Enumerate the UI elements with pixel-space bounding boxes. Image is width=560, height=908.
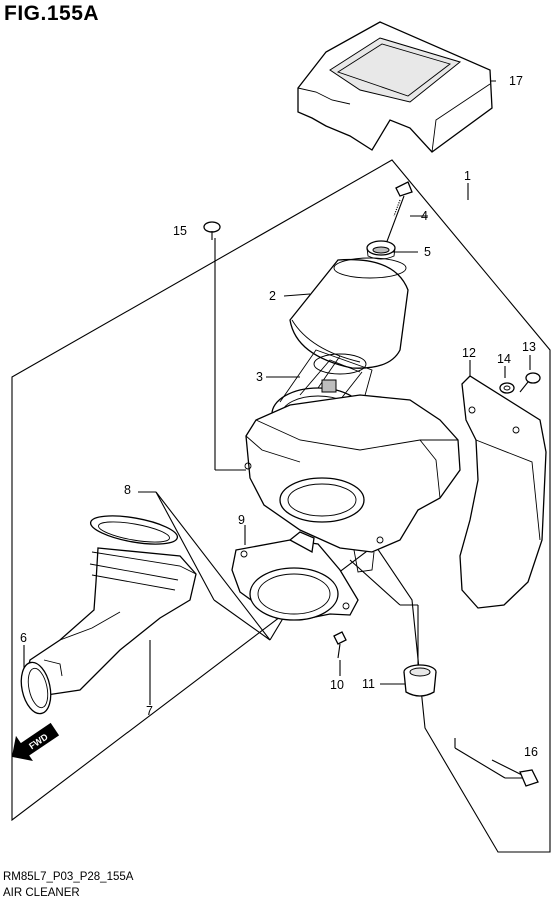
callout-10: 10 xyxy=(330,678,344,692)
diagram-code: RM85L7_P03_P28_155A xyxy=(3,871,134,883)
callout-7: 7 xyxy=(146,704,153,718)
callout-6: 6 xyxy=(20,631,27,645)
callout-9: 9 xyxy=(238,513,245,527)
callout-5: 5 xyxy=(424,245,431,259)
part-7-intake-boot xyxy=(23,547,197,697)
assembly-boundary xyxy=(11,159,551,853)
callout-2: 2 xyxy=(269,289,276,303)
part-13-screw xyxy=(519,372,541,393)
fwd-arrow-icon: FWD xyxy=(11,722,60,762)
part-8-clamp xyxy=(89,515,179,545)
callout-11: 11 xyxy=(362,677,375,691)
part-14-washer xyxy=(499,382,515,394)
callout-14: 14 xyxy=(497,352,511,366)
part-10-bolt xyxy=(333,631,347,659)
part-4-wing-bolt xyxy=(385,181,413,245)
callout-8: 8 xyxy=(124,483,131,497)
callout-13: 13 xyxy=(522,340,536,354)
part-16-bolt xyxy=(491,759,539,787)
callout-17: 17 xyxy=(509,74,523,88)
callout-4: 4 xyxy=(421,209,428,223)
callout-16: 16 xyxy=(524,745,538,759)
part-15-screw xyxy=(203,221,221,240)
callout-15: 15 xyxy=(173,224,187,238)
part-11-cap xyxy=(403,664,437,697)
part-2-filter-element xyxy=(289,257,409,369)
callout-1: 1 xyxy=(464,169,471,183)
part-12-side-plate xyxy=(459,375,547,609)
part-9-flange xyxy=(231,531,359,621)
callout-12: 12 xyxy=(462,346,476,360)
diagram-name: AIR CLEANER xyxy=(3,887,80,899)
callout-3: 3 xyxy=(256,370,263,384)
figure-title: FIG.155A xyxy=(4,2,100,25)
part-1-air-cleaner-box xyxy=(244,394,461,573)
part-17-cover xyxy=(297,21,493,153)
part-5-washer xyxy=(366,240,396,260)
part-6-hose-clamp xyxy=(20,659,63,715)
